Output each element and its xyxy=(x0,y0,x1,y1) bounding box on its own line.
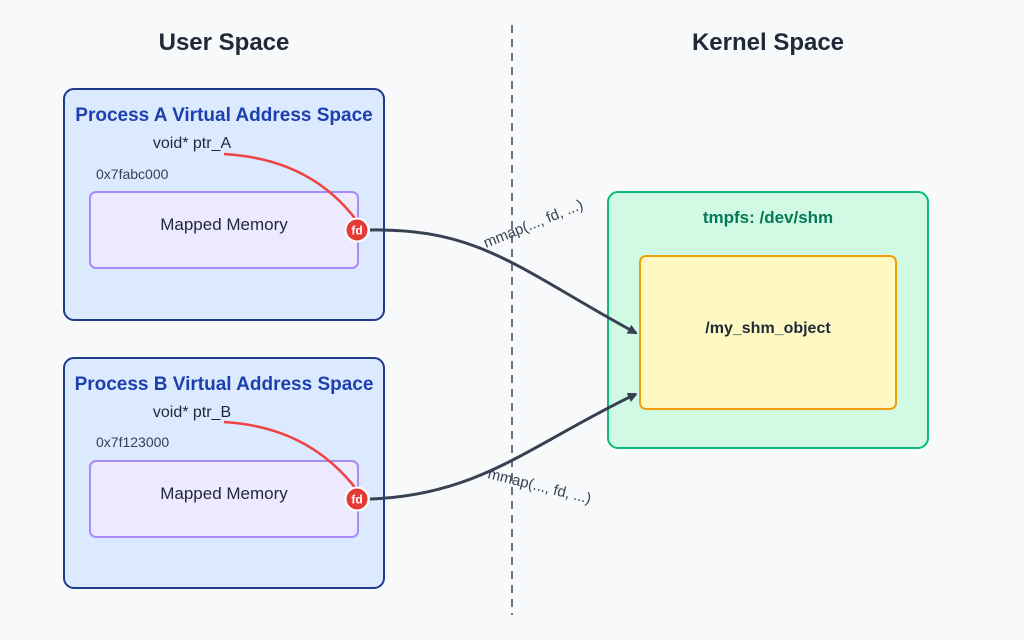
process-a-pointer-line xyxy=(223,152,358,222)
mmap-label-a: mmap(..., fd, ...) xyxy=(481,196,586,251)
shm-object-box: /my_shm_object xyxy=(639,255,897,410)
process-b-fd-label: fd xyxy=(351,493,362,507)
shm-object-label: /my_shm_object xyxy=(705,320,831,337)
process-b-pointer-line xyxy=(223,420,358,491)
process-a-box: Process A Virtual Address Space void* pt… xyxy=(63,88,385,321)
process-b-mapped-memory: Mapped Memory xyxy=(89,460,359,538)
process-b-mapped-label: Mapped Memory xyxy=(160,484,288,503)
process-b-title: Process B Virtual Address Space xyxy=(75,374,374,395)
process-a-mapped-label: Mapped Memory xyxy=(160,215,288,234)
process-b-pointer: void* ptr_B xyxy=(153,404,231,421)
mmap-arrow-b xyxy=(369,392,638,501)
kernel-space-heading: Kernel Space xyxy=(692,29,844,56)
tmpfs-label: tmpfs: /dev/shm xyxy=(703,208,833,227)
process-b-fd-badge: fd xyxy=(344,486,370,512)
process-a-fd-badge: fd xyxy=(344,217,370,243)
mmap-label-b: mmap(..., fd, ...) xyxy=(486,465,593,507)
process-b-address: 0x7f123000 xyxy=(96,434,169,450)
process-b-box: Process B Virtual Address Space void* pt… xyxy=(63,357,385,589)
process-a-address: 0x7fabc000 xyxy=(96,166,169,182)
user-space-heading: User Space xyxy=(159,29,290,56)
process-a-title: Process A Virtual Address Space xyxy=(75,105,372,126)
process-a-fd-label: fd xyxy=(351,224,362,238)
process-a-mapped-memory: Mapped Memory xyxy=(89,191,359,269)
process-a-pointer: void* ptr_A xyxy=(153,135,232,152)
tmpfs-box: tmpfs: /dev/shm /my_shm_object xyxy=(607,191,929,449)
mmap-arrow-a xyxy=(369,228,638,335)
